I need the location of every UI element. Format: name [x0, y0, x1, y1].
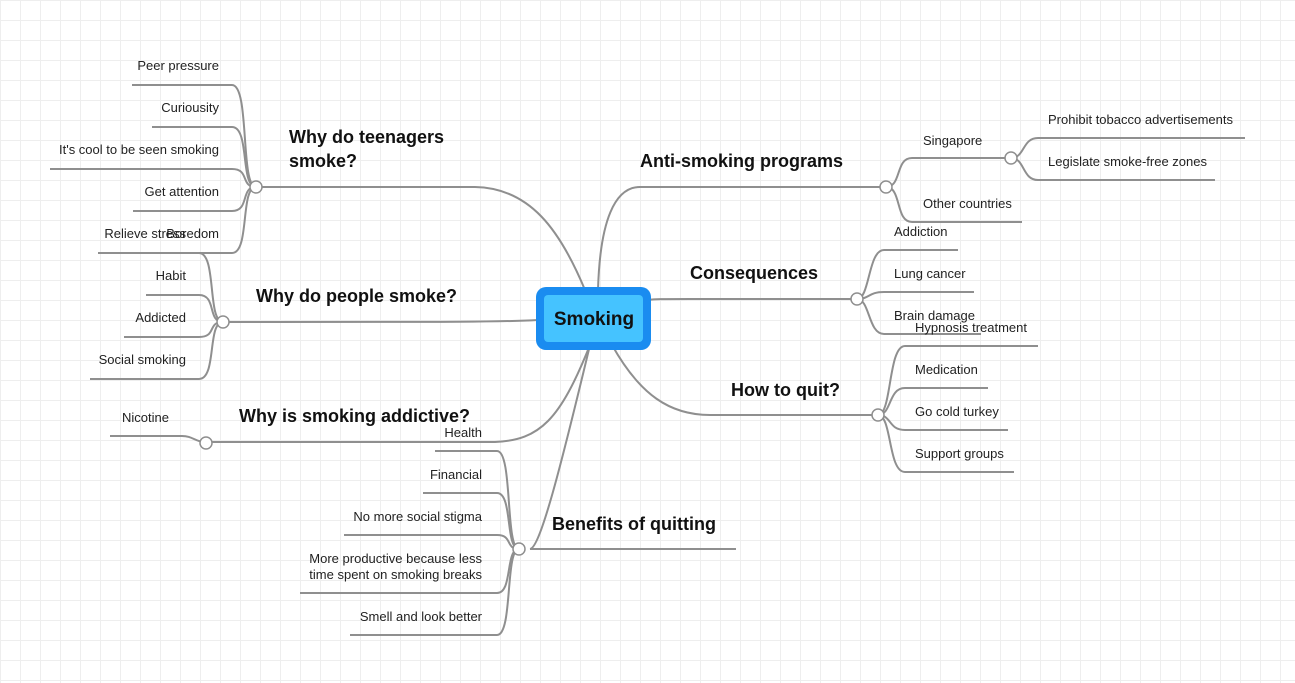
subtopic-boredom[interactable]: Boredom	[166, 226, 219, 241]
subtopic-financial[interactable]: Financial	[430, 467, 482, 482]
benefits-collapse-dot[interactable]	[512, 542, 526, 556]
central-topic[interactable]: Smoking	[536, 287, 651, 350]
connector-quit	[611, 344, 878, 416]
connector-anti	[597, 186, 886, 291]
subtopic-more-productive-line1[interactable]: More productive because less	[309, 551, 482, 566]
people-collapse-dot[interactable]	[216, 315, 230, 329]
central-topic-label: Smoking	[554, 309, 634, 330]
subtopic-smell-look-better[interactable]: Smell and look better	[360, 609, 483, 624]
subtopic-addiction[interactable]: Addiction	[894, 224, 947, 239]
subtopic-medication[interactable]: Medication	[915, 362, 978, 377]
topic-addictive[interactable]: Why is smoking addictive?	[239, 406, 470, 426]
topic-people[interactable]: Why do people smoke?	[256, 286, 457, 306]
connector-people	[222, 319, 539, 323]
consequences-collapse-dot[interactable]	[850, 292, 864, 306]
subtopic-singapore[interactable]: Singapore	[923, 133, 982, 148]
main-topics: Why do teenagers smoke? Why do people sm…	[239, 127, 843, 534]
anti-labels: Singapore Prohibit tobacco advertisement…	[923, 112, 1233, 211]
topic-teenagers-line1[interactable]: Why do teenagers	[289, 127, 444, 147]
consequences-labels: Addiction Lung cancer Brain damage	[894, 224, 975, 323]
singapore-collapse-dot[interactable]	[1004, 151, 1018, 165]
subtopic-brain-damage[interactable]: Brain damage	[894, 308, 975, 323]
subtopic-smoke-free-zones[interactable]: Legislate smoke-free zones	[1048, 154, 1207, 169]
connector-addictive	[206, 344, 591, 443]
subtopic-support-groups[interactable]: Support groups	[915, 446, 1004, 461]
connector-teenagers	[256, 186, 586, 291]
subtopic-health[interactable]: Health	[444, 425, 482, 440]
teenagers-collapse-dot[interactable]	[249, 180, 263, 194]
subtopic-curiousity[interactable]: Curiousity	[161, 100, 219, 115]
subtopic-cool-to-be-seen[interactable]: It's cool to be seen smoking	[59, 142, 219, 157]
subtopic-social-stigma[interactable]: No more social stigma	[353, 509, 482, 524]
subtopic-addicted[interactable]: Addicted	[135, 310, 186, 325]
subtopic-nicotine[interactable]: Nicotine	[122, 410, 169, 425]
people-labels: Relieve stress Habit Addicted Social smo…	[99, 226, 187, 367]
topic-quit[interactable]: How to quit?	[731, 380, 840, 400]
collapse-dots	[199, 151, 1018, 556]
connector-consequences	[647, 298, 857, 301]
topic-benefits[interactable]: Benefits of quitting	[552, 514, 716, 534]
topic-teenagers-line2[interactable]: smoke?	[289, 151, 357, 171]
addictive-subtopics	[110, 435, 207, 443]
center-connectors	[206, 186, 886, 550]
subtopic-cold-turkey[interactable]: Go cold turkey	[915, 404, 999, 419]
subtopic-social-smoking[interactable]: Social smoking	[99, 352, 186, 367]
subtopic-other-countries[interactable]: Other countries	[923, 196, 1012, 211]
subtopic-more-productive-line2[interactable]: time spent on smoking breaks	[309, 567, 482, 582]
addictive-collapse-dot[interactable]	[199, 436, 213, 450]
subtopic-get-attention[interactable]: Get attention	[145, 184, 219, 199]
topic-consequences[interactable]: Consequences	[690, 263, 818, 283]
subtopic-relieve-stress[interactable]: Relieve stress	[104, 226, 186, 241]
connector-benefits	[529, 344, 736, 550]
addictive-labels: Nicotine	[122, 410, 169, 425]
quit-collapse-dot[interactable]	[871, 408, 885, 422]
subtopic-prohibit-advertisements[interactable]: Prohibit tobacco advertisements	[1048, 112, 1233, 127]
subtopic-peer-pressure[interactable]: Peer pressure	[137, 58, 219, 73]
subtopic-hypnosis[interactable]: Hypnosis treatment	[915, 320, 1027, 335]
benefits-subtopics	[300, 450, 520, 636]
subtopic-lung-cancer[interactable]: Lung cancer	[894, 266, 966, 281]
quit-labels: Hypnosis treatment Medication Go cold tu…	[915, 320, 1027, 461]
benefits-labels: Health Financial No more social stigma M…	[309, 425, 482, 624]
topic-anti[interactable]: Anti-smoking programs	[640, 151, 843, 171]
teenagers-labels: Peer pressure Curiousity It's cool to be…	[59, 58, 220, 241]
anti-collapse-dot[interactable]	[879, 180, 893, 194]
subtopic-habit[interactable]: Habit	[156, 268, 187, 283]
